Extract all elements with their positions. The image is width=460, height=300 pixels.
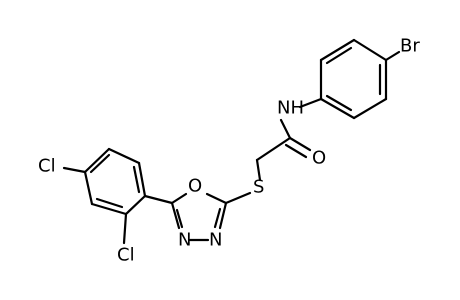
- atom-label-n1: N: [178, 230, 191, 251]
- bond-ring-link: [143, 194, 174, 205]
- bond-double: [325, 94, 353, 112]
- bond-c-o-double: [284, 143, 308, 159]
- bond: [205, 192, 228, 205]
- atom-label-o-ring: O: [188, 176, 202, 197]
- bond: [107, 147, 141, 165]
- bond-double: [213, 207, 222, 229]
- bond: [83, 170, 94, 206]
- bond-c-br: [384, 50, 401, 62]
- bond-double: [95, 197, 124, 209]
- bond: [218, 201, 228, 230]
- atom-label-cl-para: Cl: [38, 156, 56, 177]
- bromophenyl-ring: [319, 38, 388, 120]
- atom-label-s: S: [253, 177, 264, 198]
- bond-n-c: [279, 118, 292, 140]
- atom-label-o-carbonyl: O: [312, 148, 326, 169]
- bond-c-ch2: [255, 136, 292, 162]
- bond-ch2-s: [255, 158, 262, 182]
- bond-double: [175, 208, 184, 229]
- oxadiazole-ring: [170, 192, 228, 242]
- bond: [124, 194, 147, 216]
- bond-c-o: [288, 136, 312, 152]
- bond: [137, 161, 147, 198]
- bond: [90, 202, 128, 216]
- atom-label-br: Br: [400, 36, 420, 57]
- bond: [352, 38, 388, 62]
- bond: [170, 192, 188, 205]
- atom-label-cl-ortho: Cl: [117, 245, 135, 266]
- bond: [170, 201, 181, 230]
- bond: [352, 97, 388, 120]
- dichlorophenyl-ring: [83, 147, 147, 216]
- bond: [83, 147, 111, 174]
- bond-double: [89, 153, 111, 174]
- bond: [319, 38, 356, 62]
- bond-s-c: [224, 191, 252, 205]
- atom-label-nh: NH: [277, 98, 304, 119]
- bond-c-cl-ortho: [122, 212, 128, 245]
- bond-double: [132, 165, 141, 194]
- atom-label-n2: N: [209, 230, 222, 251]
- bond: [319, 97, 356, 120]
- bond-double: [325, 46, 353, 65]
- bond-c-n: [298, 97, 323, 109]
- bond-c-cl-para: [62, 166, 87, 174]
